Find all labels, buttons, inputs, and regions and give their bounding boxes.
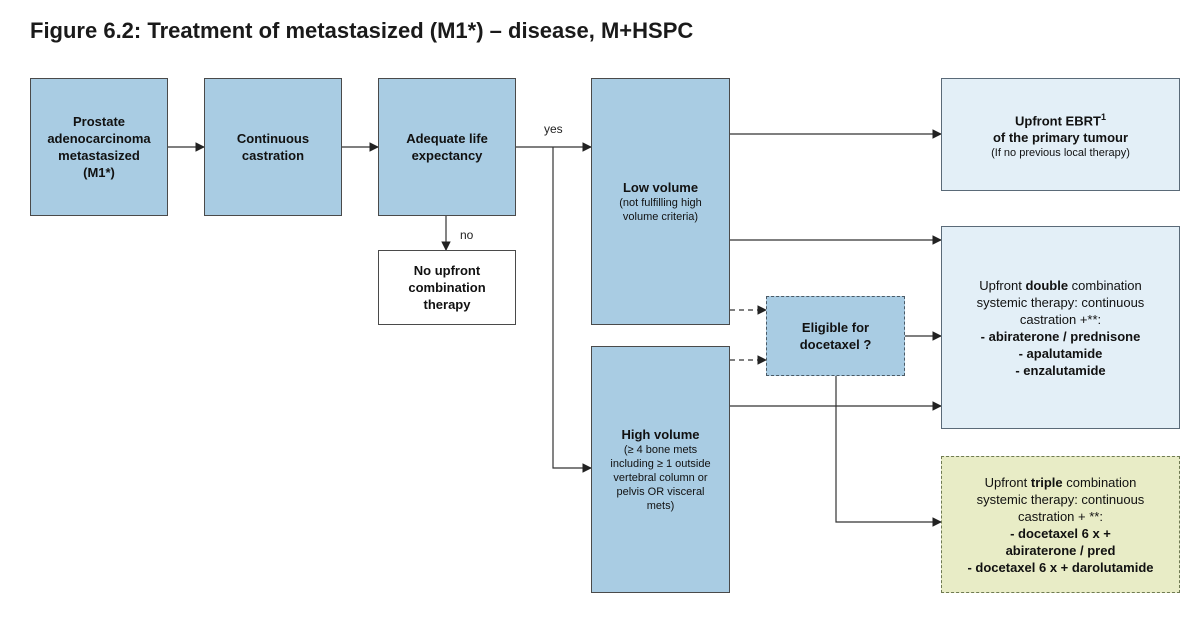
node-text: therapy [423,297,471,312]
node-text: No upfront [413,263,481,278]
drug-list: - abiraterone / prednisone - apalutamide… [981,328,1141,379]
node-upfront-triple: Upfront triple combination systemic ther… [941,456,1180,593]
list-item: - docetaxel 6 x + darolutamide [967,559,1154,575]
node-prostate: Prostate adenocarcinoma metastasized (M1… [30,78,168,216]
node-low-volume: Low volume (not fulfilling high volume c… [591,78,730,325]
list-item: - enzalutamide [1015,362,1106,378]
node-title: Upfront double combination [979,277,1142,294]
node-text: triple [1030,474,1063,490]
node-text: docetaxel ? [799,337,872,352]
arrow-life-high [552,147,592,473]
node-text: adenocarcinoma [47,131,151,146]
arrow-docetaxel-triple [835,376,942,527]
yes-label: yes [544,122,563,136]
node-text: combination [408,280,486,295]
node-text: (M1*) [83,165,115,180]
node-text: combination [1068,277,1142,293]
node-text: castration +**: [1019,311,1102,327]
node-upfront-ebrt: Upfront EBRT1 of the primary tumour (If … [941,78,1180,191]
node-text: Continuous [236,131,310,146]
list-item: - docetaxel 6 x + [1010,525,1111,541]
node-high-volume: High volume (≥ 4 bone mets including ≥ 1… [591,346,730,593]
node-title: Upfront triple combination [985,474,1137,491]
no-label: no [460,228,474,242]
node-upfront-double: Upfront double combination systemic ther… [941,226,1180,429]
node-text: double [1025,277,1069,293]
list-item: - apalutamide [1018,345,1103,361]
node-note: (If no previous local therapy) [991,147,1130,160]
node-text: castration + **: [1018,508,1103,524]
node-text: metastasized [58,148,140,163]
node-text: Upfront EBRT [1015,113,1101,129]
node-text: pelvis OR visceral [616,486,705,498]
node-title: High volume [621,427,700,442]
node-no-upfront: No upfront combination therapy [378,250,516,325]
list-item: abiraterone / pred [1005,542,1116,558]
node-text: systemic therapy: continuous [976,294,1145,310]
node-text: castration [241,148,305,163]
node-title: Low volume [622,180,699,195]
node-text: combination [1062,474,1137,490]
node-text: of the primary tumour [992,130,1129,146]
node-life-expectancy: Adequate life expectancy [378,78,516,216]
node-text: Prostate [72,114,126,129]
node-text: volume criteria) [622,211,699,223]
node-castration: Continuous castration [204,78,342,216]
figure-title: Figure 6.2: Treatment of metastasized (M… [30,18,694,43]
node-eligible-docetaxel: Eligible for docetaxel ? [766,296,905,376]
node-text: vertebral column or [613,472,708,484]
drug-list: - docetaxel 6 x + abiraterone / pred - d… [967,525,1153,576]
node-text: (≥ 4 bone mets [623,444,698,456]
node-text: Upfront [979,277,1026,293]
node-text: expectancy [411,148,483,163]
node-text: Eligible for [801,320,870,335]
node-text: Adequate life [406,131,488,146]
footnote-marker: 1 [1100,111,1106,122]
node-text: (not fulfilling high [619,197,702,209]
node-text: including ≥ 1 outside [610,458,711,470]
node-text: Upfront [984,474,1031,490]
node-title: Upfront EBRT1 [1015,109,1106,129]
list-item: - abiraterone / prednisone [980,328,1141,344]
node-text: mets) [646,500,675,512]
node-text: systemic therapy: continuous [976,491,1145,507]
